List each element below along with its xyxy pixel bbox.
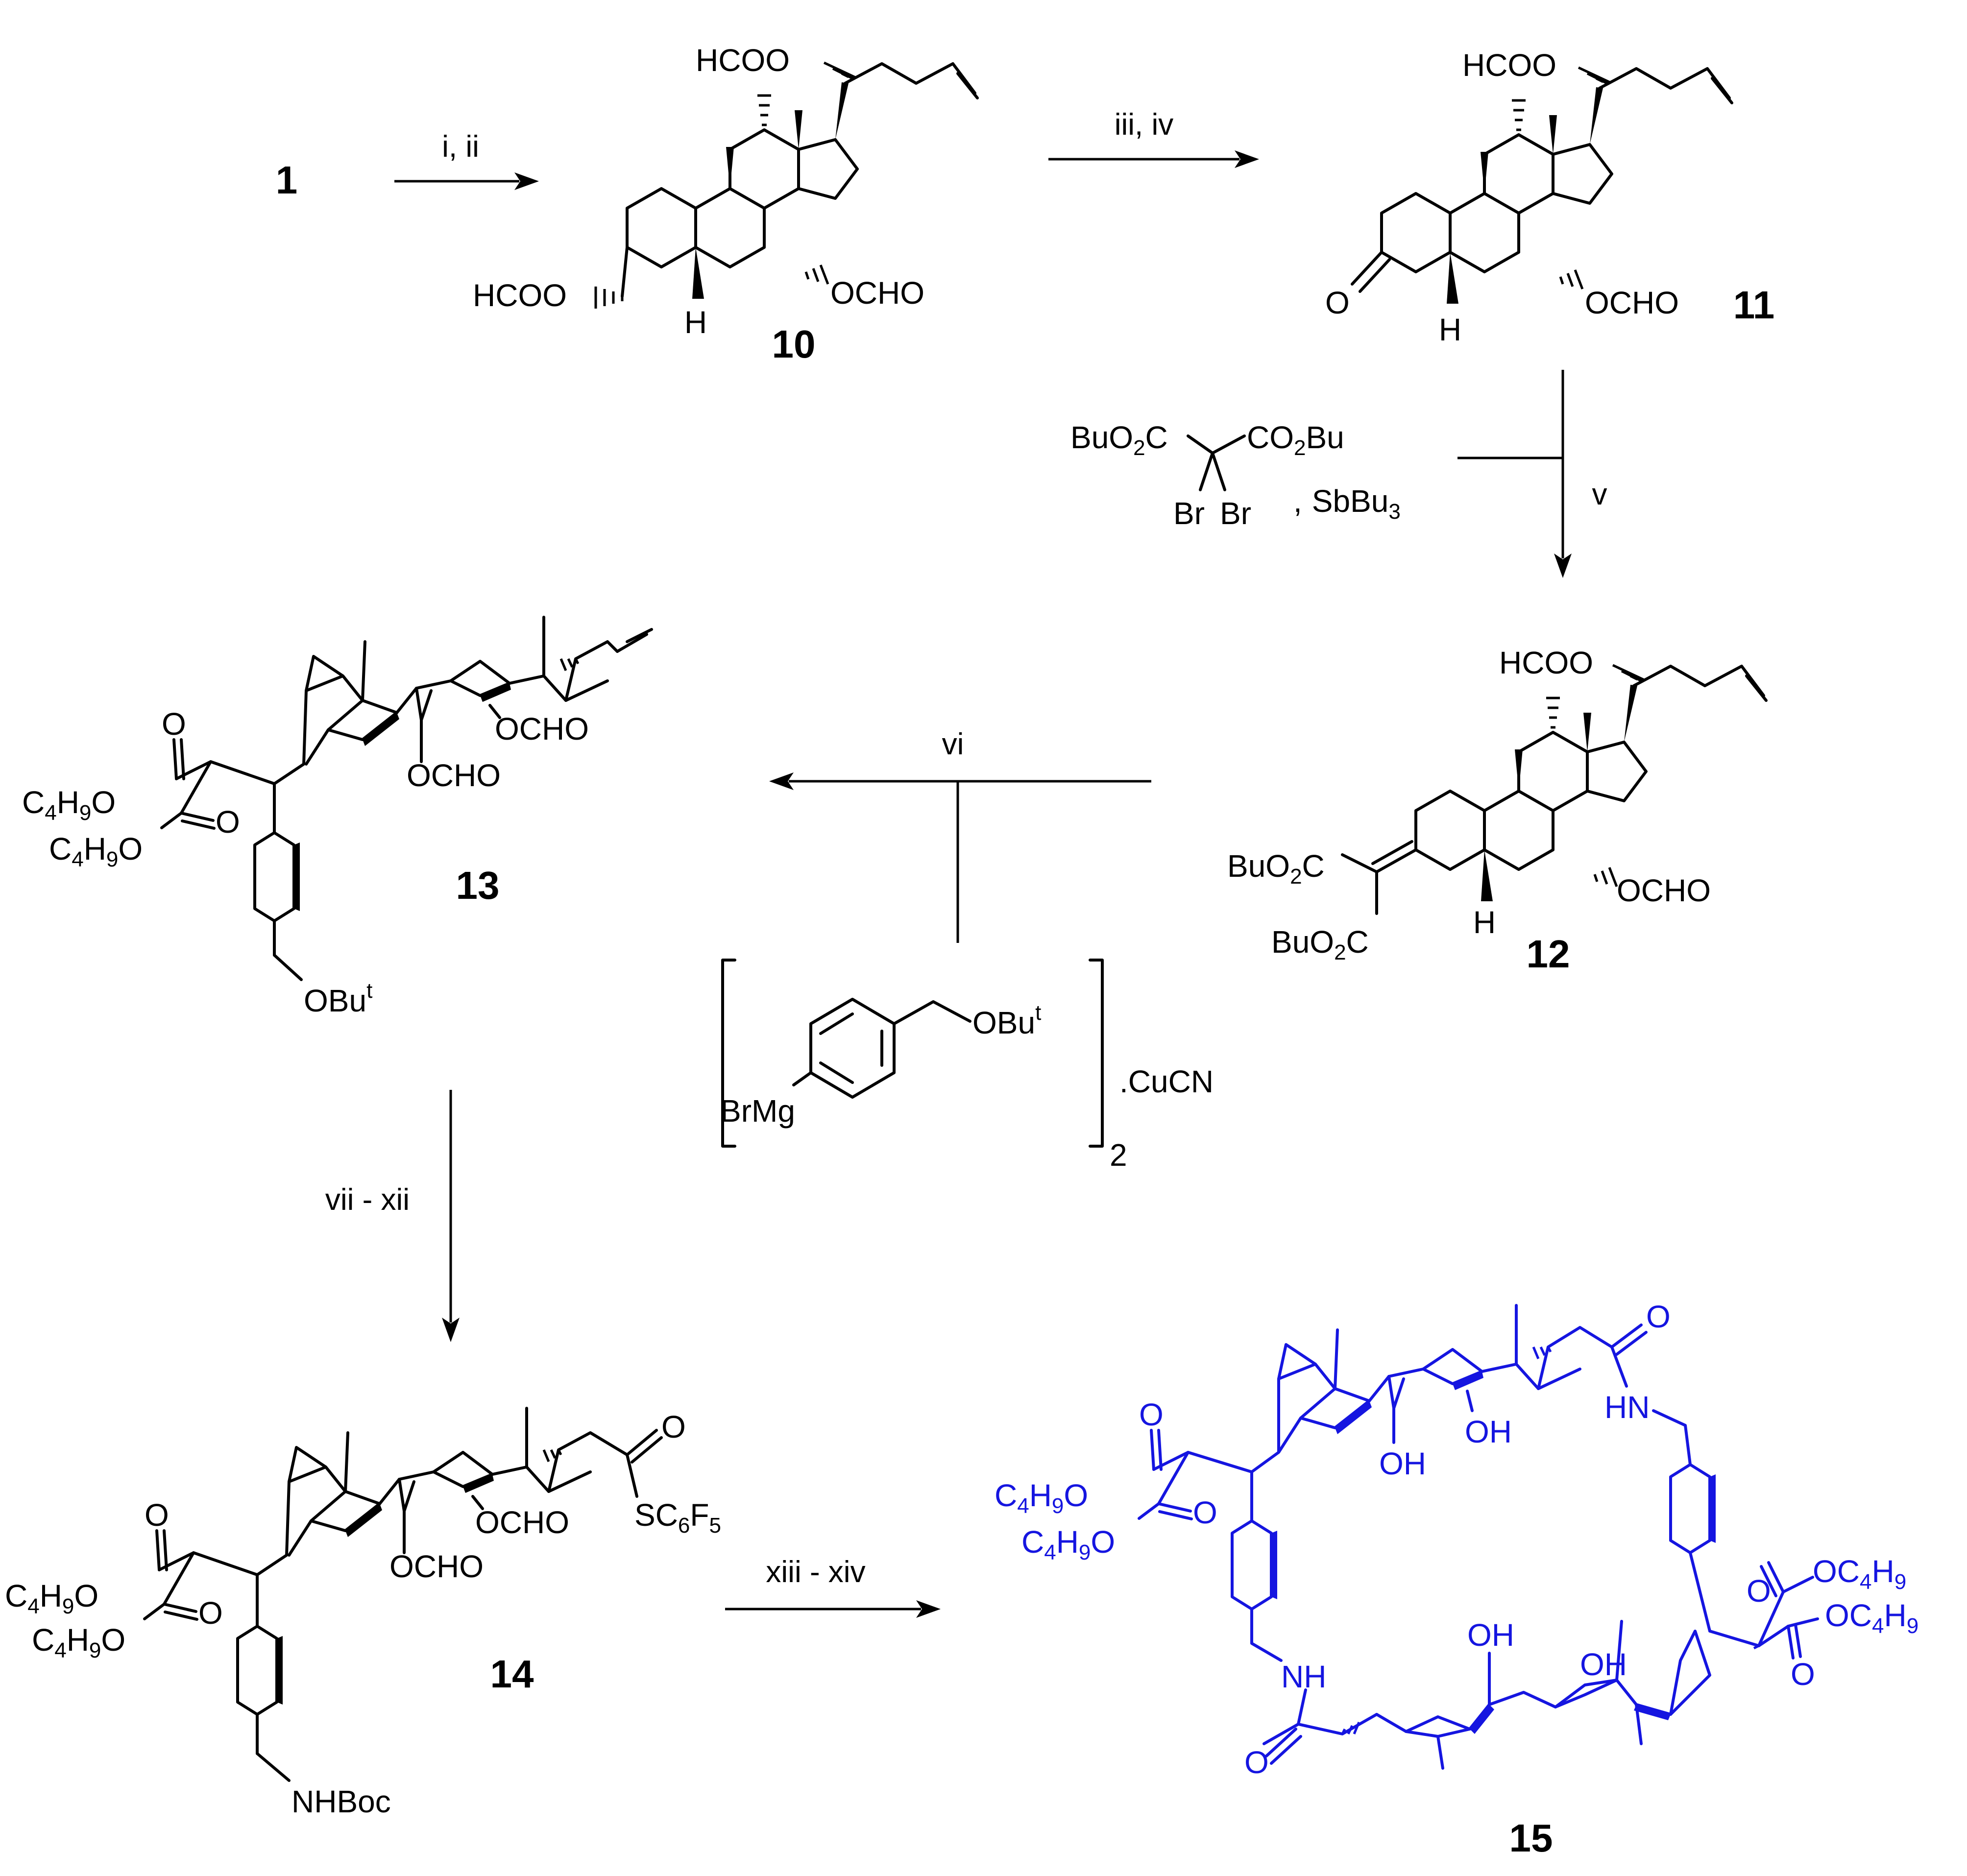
c15-hn: HN <box>1604 1390 1650 1425</box>
c15-amide-o-top: O <box>1646 1299 1671 1334</box>
step-label-2: iii, iv <box>1115 108 1174 142</box>
reagent-dibromomalonate: BuO2C CO2Bu Br Br ,SbBu3 <box>1070 420 1401 531</box>
c13-ocho-1: OCHO <box>495 711 589 746</box>
c13-ester-o-1: O <box>162 706 186 742</box>
c15-ester-o-1: O <box>1139 1397 1164 1432</box>
arrowhead-step-3 <box>1554 553 1572 578</box>
reagent-cuprate: OBut BrMg 2 .CuCN <box>720 959 1214 1173</box>
c11-ocho: OCHO <box>1585 285 1679 320</box>
step-label-3: v <box>1592 478 1607 511</box>
reagent-br-2: Br <box>1220 496 1251 531</box>
c12-ocho: OCHO <box>1617 873 1711 908</box>
c14-nhboc: NHBoc <box>291 1784 391 1819</box>
c15-ester-o-2: O <box>1193 1495 1217 1530</box>
c15-oh-1: OH <box>1465 1414 1512 1449</box>
reaction-arrows <box>394 150 1572 1618</box>
c15-oh-4: OH <box>1580 1647 1627 1682</box>
c15-c4h9o-1: C4H9O <box>995 1478 1088 1518</box>
c10-h: H <box>684 305 707 340</box>
compound-label-15: 15 <box>1509 1816 1553 1860</box>
compound-label-11: 11 <box>1733 283 1775 327</box>
arrowhead-step-4 <box>769 772 794 790</box>
compound-label-1: 1 <box>276 158 298 202</box>
c13-obut: OBut <box>304 979 372 1018</box>
c15-nh: NH <box>1281 1659 1326 1694</box>
compound-label-13: 13 <box>456 864 500 907</box>
step-label-4: vi <box>942 727 964 761</box>
step-label-1: i, ii <box>442 130 479 164</box>
c11-hcoo: HCOO <box>1462 48 1556 83</box>
step-label-5: vii - xii <box>325 1183 410 1217</box>
c13-c4h9o-2: C4H9O <box>49 831 143 871</box>
compound-13-structure: OCHO OCHO O C4H9O O C4H9O OBut <box>22 616 653 1018</box>
cuprate-brmg: BrMg <box>720 1093 795 1129</box>
c15-oh-2: OH <box>1379 1446 1426 1481</box>
c11-ketone-o: O <box>1325 285 1350 320</box>
c15-ester-o-4: O <box>1791 1657 1815 1692</box>
compound-12-structure: HCOO BuO2C BuO2C OCHO H <box>1227 645 1768 964</box>
c13-c4h9o-1: C4H9O <box>22 785 116 825</box>
c12-buo2c-1: BuO2C <box>1227 848 1325 889</box>
cuprate-subscript-2: 2 <box>1110 1137 1127 1173</box>
c14-thioester-o: O <box>661 1409 686 1444</box>
cuprate-obut: OBut <box>972 1001 1041 1040</box>
c11-h: H <box>1439 312 1461 347</box>
c15-ester-o-3: O <box>1747 1573 1771 1609</box>
c10-hcoo-bottom: HCOO <box>473 278 567 313</box>
c14-c4h9o-2: C4H9O <box>32 1622 125 1662</box>
cuprate-cucn: .CuCN <box>1119 1064 1214 1099</box>
c14-ester-o-1: O <box>145 1497 169 1533</box>
c14-ocho-1: OCHO <box>475 1505 569 1540</box>
c10-hcoo-top: HCOO <box>696 43 790 78</box>
compound-14-structure: O SC6F5 OCHO OCHO O C4H9O O C4H9O NHBoc <box>5 1407 721 1819</box>
c14-sc6f5: SC6F5 <box>634 1497 721 1538</box>
c10-ocho: OCHO <box>830 275 924 311</box>
reagent-co2bu: CO2Bu <box>1247 420 1344 460</box>
arrowhead-step-5 <box>442 1318 460 1342</box>
arrowhead-step-2 <box>1235 150 1259 168</box>
reagent-br-1: Br <box>1173 496 1205 531</box>
compound-label-10: 10 <box>772 322 816 366</box>
reagent-buo2c: BuO2C <box>1070 420 1168 460</box>
c15-oc4h9-2: OC4H9 <box>1825 1598 1918 1638</box>
c12-hcoo: HCOO <box>1499 645 1593 680</box>
compound-label-12: 12 <box>1527 932 1570 976</box>
compound-10-structure: HCOO HCOO OCHO H <box>473 43 979 340</box>
step-labels: i, ii iii, iv v vi vii - xii xiii - xiv <box>325 108 1607 1589</box>
c14-ester-o-2: O <box>198 1595 223 1631</box>
arrowhead-step-1 <box>514 172 539 190</box>
c15-c4h9o-2: C4H9O <box>1021 1524 1115 1564</box>
c13-ocho-2: OCHO <box>407 758 501 793</box>
compound-11-structure: HCOO O OCHO H <box>1325 48 1733 347</box>
c13-ester-o-2: O <box>216 804 240 840</box>
c15-amide-o-bottom: O <box>1244 1745 1269 1780</box>
compound-15-structure: O HN OH OH O C4H9O O C4H9O NH O <box>995 1299 1918 1780</box>
arrowhead-step-6 <box>916 1600 941 1618</box>
c12-h: H <box>1473 905 1496 940</box>
c14-ocho-2: OCHO <box>389 1549 484 1584</box>
c14-c4h9o-1: C4H9O <box>5 1578 98 1618</box>
c15-oh-3: OH <box>1467 1617 1514 1653</box>
step-label-6: xiii - xiv <box>766 1555 865 1589</box>
reagent-sbbu3: ,SbBu3 <box>1293 483 1401 524</box>
compound-label-14: 14 <box>490 1652 534 1696</box>
c12-buo2c-2: BuO2C <box>1271 924 1369 964</box>
